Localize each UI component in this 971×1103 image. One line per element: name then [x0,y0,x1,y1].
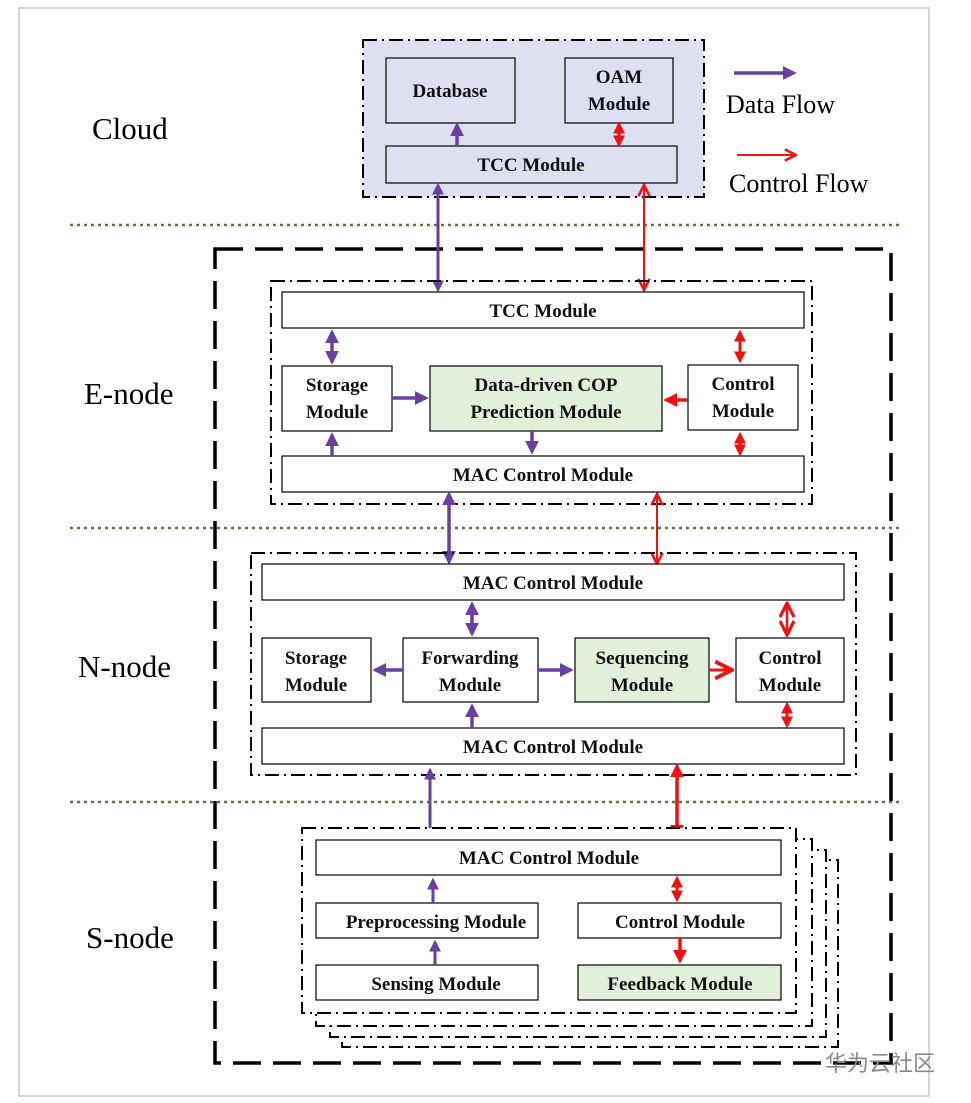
enode-container [270,280,813,505]
nnode-tier: MAC Control Module Storage Module Forwar… [250,552,857,776]
sequencing-module-box [574,637,710,703]
sequencing-label-1: Sequencing [596,648,689,669]
oam-module-label-1: OAM [596,67,643,88]
enode-mac-module-box [281,455,805,493]
sensing-label: Sensing Module [371,974,500,995]
enode-tier: TCC Module Storage Module Data-driven CO… [270,280,813,505]
tier-label-nnode: N-node [78,649,171,684]
oam-module-label-2: Module [588,94,650,115]
enode-control-label-1: Control [712,374,775,395]
database-box [385,57,516,124]
edge-boundary [213,247,893,1065]
nnode-storage-module-box [261,637,372,703]
cloud-tcc-module-box [385,145,678,184]
preprocessing-label: Preprocessing Module [346,912,526,933]
enode-control-module-box [687,364,799,431]
database-label: Database [413,81,488,102]
sequencing-label-2: Module [611,675,673,696]
nnode-mac-bottom-box [261,727,845,765]
snode-mac-module-label: MAC Control Module [459,848,639,869]
enode-control-label-2: Module [712,401,774,422]
snode-tier: MAC Control Module Preprocessing Module … [301,827,839,1048]
cop-prediction-label-1: Data-driven COP [474,375,617,396]
nnode-control-module-box [735,637,845,703]
feedback-module-box [577,964,782,1001]
nnode-storage-label-2: Module [285,675,347,696]
tier-label-cloud: Cloud [92,111,168,146]
enode-storage-module-box [281,365,393,432]
tier-label-snode: S-node [86,920,174,955]
legend: Data Flow Control Flow [726,66,869,198]
snode-mac-module-box [315,839,782,876]
enode-tcc-module-label: TCC Module [489,301,596,322]
nnode-control-label-1: Control [759,648,822,669]
forwarding-module-box [402,637,539,703]
nnode-mac-bottom-label: MAC Control Module [463,737,643,758]
nnode-control-label-2: Module [759,675,821,696]
sensing-module-box [315,964,539,1001]
preprocessing-module-box [315,902,539,939]
feedback-label: Feedback Module [607,974,752,995]
enode-mac-module-label: MAC Control Module [453,465,633,486]
enode-storage-label-2: Module [306,402,368,423]
oam-module-box [564,57,674,124]
nnode-storage-label-1: Storage [285,648,347,669]
nnode-container [250,552,857,776]
forwarding-label-2: Module [439,675,501,696]
legend-control-flow: Control Flow [729,169,869,198]
watermark: 华为云社区 [825,1052,935,1077]
legend-data-flow: Data Flow [726,90,835,119]
tier-label-enode: E-node [84,376,174,411]
cloud-tier: Database OAM Module TCC Module [362,39,705,198]
cloud-tcc-module-label: TCC Module [477,155,584,176]
nnode-mac-top-label: MAC Control Module [463,573,643,594]
snode-control-label: Control Module [615,912,745,933]
enode-tcc-module-box [281,291,805,329]
forwarding-label-1: Forwarding [421,648,519,669]
nnode-mac-top-box [261,563,845,601]
cop-prediction-label-2: Prediction Module [470,402,621,423]
enode-storage-label-1: Storage [306,375,368,396]
cop-prediction-module-box [429,365,663,432]
